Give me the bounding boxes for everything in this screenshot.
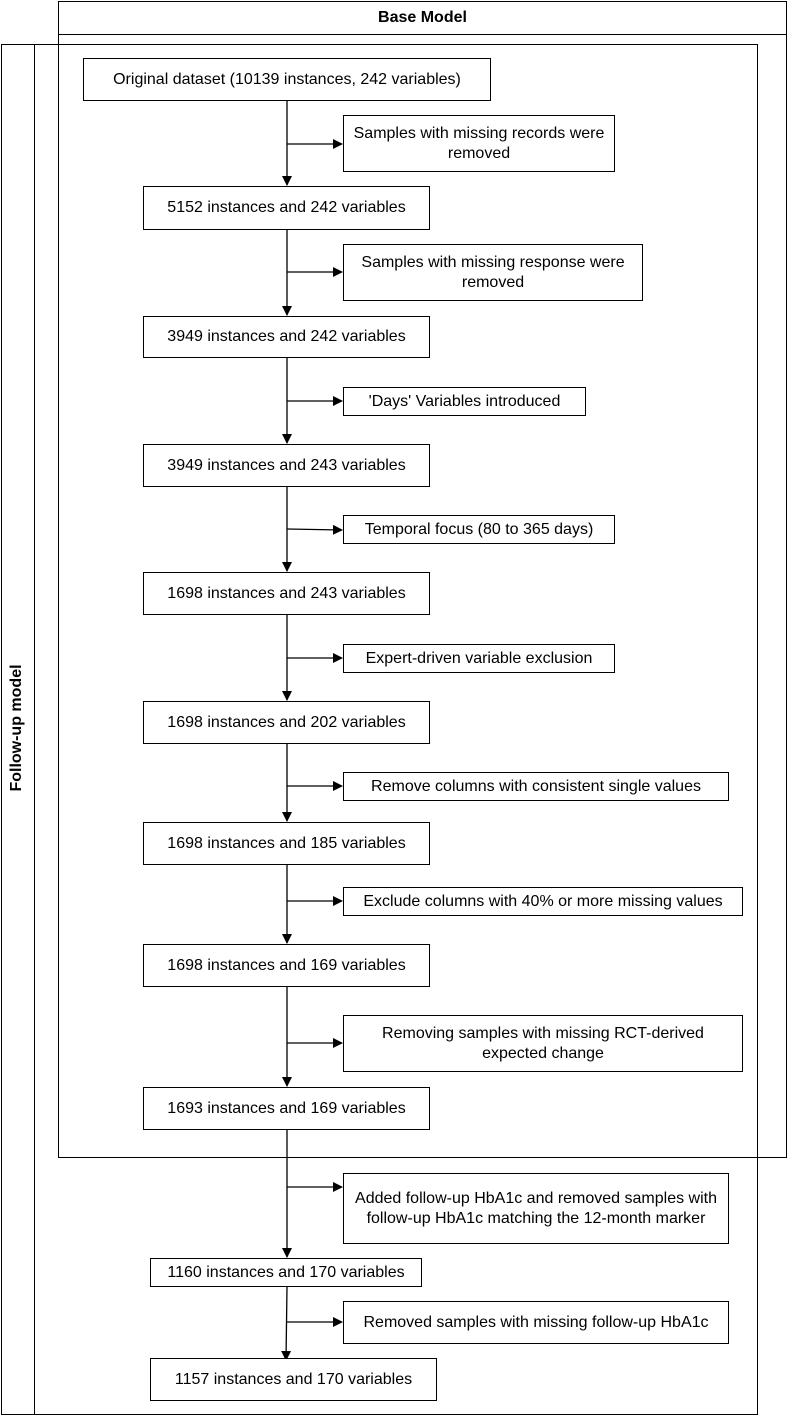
step-box-1698-instances-169: 1698 instances and 169 variables xyxy=(143,944,430,987)
step-box-1160-instances-170: 1160 instances and 170 variables xyxy=(150,1258,422,1287)
side-box-days-variables: 'Days' Variables introduced xyxy=(343,387,586,416)
side-box-missing-follow-up: Removed samples with missing follow-up H… xyxy=(343,1301,729,1344)
step-box-1693-instances-169: 1693 instances and 169 variables xyxy=(143,1087,430,1130)
step-box-original-dataset: Original dataset (10139 instances, 242 v… xyxy=(83,58,491,101)
side-box-expert-exclusion: Expert-driven variable exclusion xyxy=(343,644,615,673)
base-model-frame xyxy=(58,1,787,1158)
step-box-3949-instances-243: 3949 instances and 243 variables xyxy=(143,444,430,487)
step-box-1698-instances-243: 1698 instances and 243 variables xyxy=(143,572,430,615)
step-box-1157-instances-170: 1157 instances and 170 variables xyxy=(150,1358,437,1401)
side-arrow-4 xyxy=(286,524,343,535)
step-box-3949-instances-242: 3949 instances and 242 variables xyxy=(143,316,430,358)
side-box-missing-response: Samples with missing response were remov… xyxy=(343,244,643,301)
step-box-1698-instances-185: 1698 instances and 185 variables xyxy=(143,822,430,865)
side-box-rct-expected-change: Removing samples with missing RCT-derive… xyxy=(343,1015,743,1072)
side-box-missing-records: Samples with missing records were remove… xyxy=(343,115,615,172)
side-box-follow-up-hba1c-added: Added follow-up HbA1c and removed sample… xyxy=(343,1173,729,1244)
base-model-title: Base Model xyxy=(378,8,467,26)
step-box-5152-instances: 5152 instances and 242 variables xyxy=(143,186,430,230)
side-box-missing-values: Exclude columns with 40% or more missing… xyxy=(343,887,743,916)
base-model-header-divider xyxy=(58,34,787,35)
step-box-1698-instances-202: 1698 instances and 202 variables xyxy=(143,701,430,744)
follow-up-model-header-divider xyxy=(34,44,35,1415)
side-box-temporal-focus: Temporal focus (80 to 365 days) xyxy=(343,515,615,544)
side-box-single-values: Remove columns with consistent single va… xyxy=(343,772,729,801)
flow-arrow-10 xyxy=(281,1286,292,1361)
follow-up-model-frame xyxy=(1,44,758,1415)
